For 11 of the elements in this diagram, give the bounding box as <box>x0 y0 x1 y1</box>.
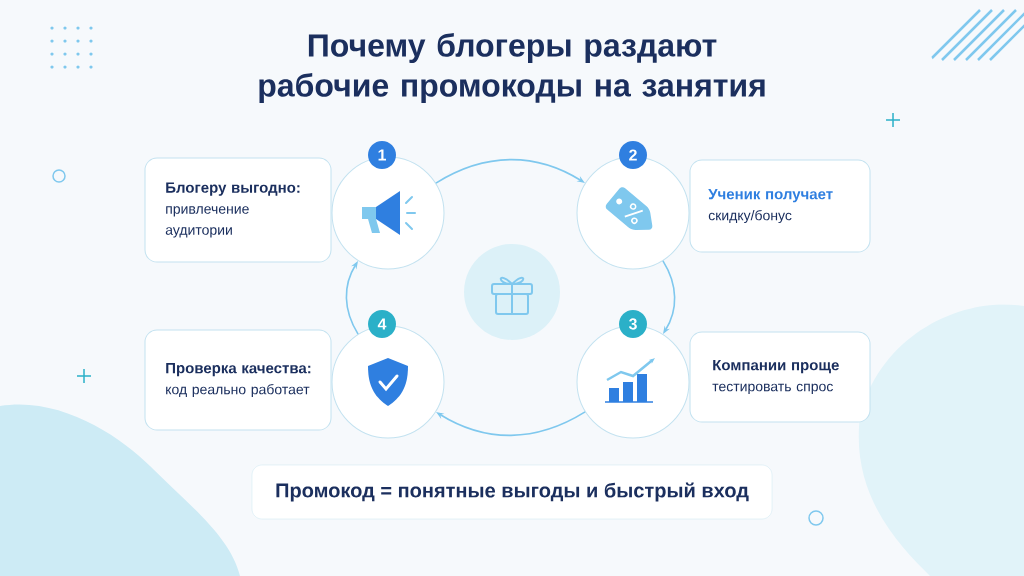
number-badge: 4 <box>368 310 396 338</box>
text-card: Проверка качества: код реально работает <box>144 329 332 431</box>
text-card: Ученик получает скидку/бонус <box>689 159 871 253</box>
number-badge: 3 <box>619 310 647 338</box>
number-badge: 2 <box>619 141 647 169</box>
number-badge: 1 <box>368 141 396 169</box>
text-card: Компании проще тестировать спрос <box>689 331 871 423</box>
summary-box: Промокод = понятные выгоды и быстрый вход <box>251 464 773 520</box>
text-card: Блогеру выгодно: привлечение аудитории <box>144 157 332 263</box>
title: Почему блогеры раздают рабочие промокоды на занятия <box>259 32 765 104</box>
gift-circle <box>464 244 560 340</box>
